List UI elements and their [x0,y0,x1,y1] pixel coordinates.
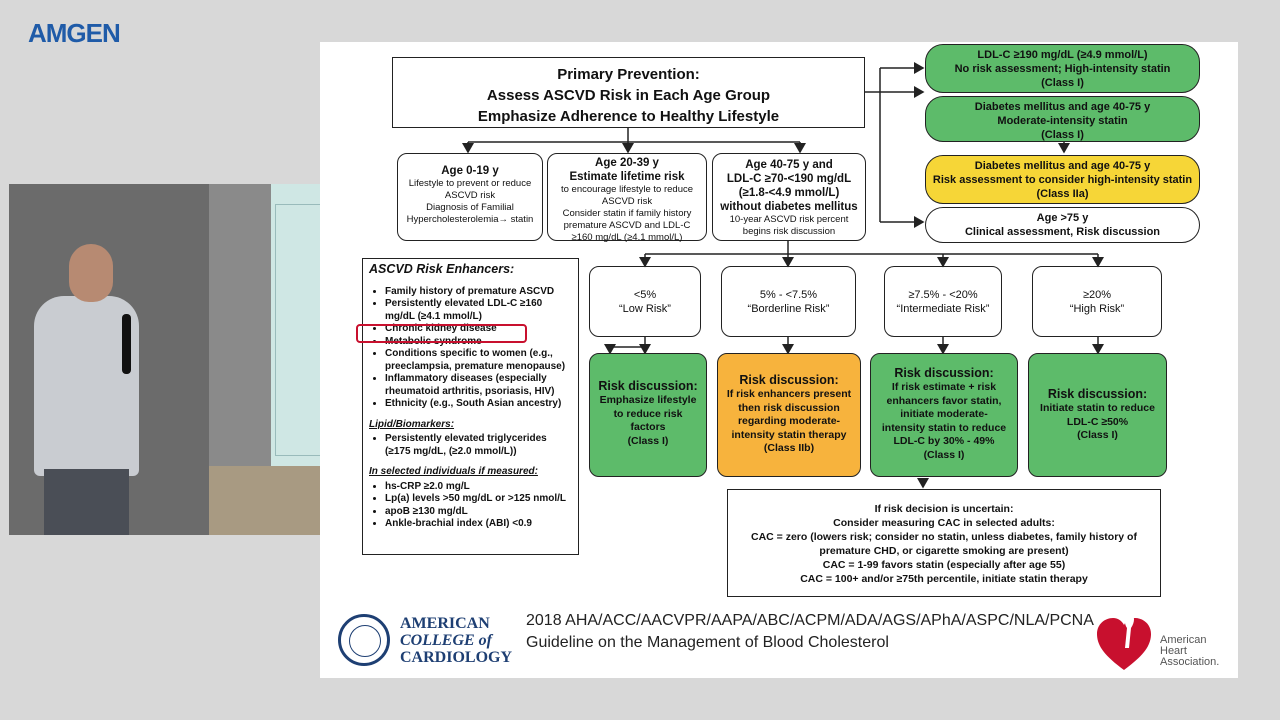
risk-enhancers-box: ASCVD Risk Enhancers: Family history of … [362,258,579,555]
flow-connectors [462,62,1104,489]
primary-subtitle-2: Emphasize Adherence to Healthy Lifestyle [477,108,780,125]
list-item: hs-CRP ≥2.0 mg/L [385,481,572,494]
selected-individuals-heading: In selected individuals if measured: [369,466,538,477]
aha-heart-torch-icon [1097,612,1151,670]
speaker-video [9,184,332,535]
low-risk-discussion: Risk discussion: Emphasize lifestyle to … [589,353,707,477]
primary-prevention-box: Primary Prevention: Assess ASCVD Risk in… [392,57,865,128]
list-item: Ankle-brachial index (ABI) <0.9 [385,518,572,531]
list-item: apoB ≥130 mg/dL [385,506,572,519]
intermediate-risk-box: ≥7.5% - <20% “Intermediate Risk” [884,266,1002,337]
cac-uncertain-box: If risk decision is uncertain: Consider … [727,489,1161,597]
list-item: Family history of premature ASCVD [385,286,572,299]
diabetes-moderate-pill: Diabetes mellitus and age 40-75 y Modera… [925,96,1200,142]
age-over-75-pill: Age >75 y Clinical assessment, Risk disc… [925,207,1200,243]
lipid-heading: Lipid/Biomarkers: [369,418,455,430]
ldl-190-pill: LDL-C ≥190 mg/dL (≥4.9 mmol/L) No risk a… [925,44,1200,93]
primary-subtitle-1: Assess ASCVD Risk in Each Age Group [486,87,771,104]
guideline-citation: 2018 AHA/ACC/AACVPR/AAPA/ABC/ACPM/ADA/AG… [526,612,1094,651]
age-20-39-box: Age 20-39 y Estimate lifetime risk to en… [547,153,707,243]
speaker [29,244,139,535]
risk-enhancers-heading: ASCVD Risk Enhancers: [369,262,515,276]
chronic-kidney-disease-highlight [356,324,527,343]
primary-title: Primary Prevention: [557,66,700,83]
list-item: Ethnicity (e.g., South Asian ancestry) [385,398,572,411]
high-risk-box: ≥20% “High Risk” [1032,266,1162,337]
borderline-risk-discussion: Risk discussion: If risk enhancers prese… [717,353,861,477]
list-item: Persistently elevated LDL-C ≥160 mg/dL (… [385,298,572,323]
list-item: Inflammatory diseases (especially rheuma… [385,373,572,398]
list-item: Persistently elevated triglycerides (≥17… [385,433,572,458]
low-risk-box: <5% “Low Risk” [589,266,701,337]
amgen-logo: AMGEN [28,18,121,48]
list-item: Chronic kidney disease [385,323,572,336]
intermediate-risk-discussion: Risk discussion: If risk estimate + risk… [870,353,1018,477]
aha-wordmark: American Heart Association. [1160,634,1220,668]
high-risk-discussion: Risk discussion: Initiate statin to redu… [1028,353,1167,477]
age-0-19-box: Age 0-19 y Lifestyle to prevent or reduc… [397,153,543,241]
acc-seal-icon [338,614,390,666]
age-40-75-box: Age 40-75 y and LDL-C ≥70-<190 mg/dL (≥1… [712,153,866,241]
slide: Primary Prevention: Assess ASCVD Risk in… [320,42,1238,678]
borderline-risk-box: 5% - <7.5% “Borderline Risk” [721,266,856,337]
acc-wordmark: AMERICAN COLLEGE of CARDIOLOGY [400,615,513,666]
list-item: Conditions specific to women (e.g., pree… [385,348,572,373]
list-item: Lp(a) levels >50 mg/dL or >125 nmol/L [385,493,572,506]
diabetes-high-intensity-pill: Diabetes mellitus and age 40-75 y Risk a… [925,155,1200,204]
microphone-icon [122,314,131,374]
